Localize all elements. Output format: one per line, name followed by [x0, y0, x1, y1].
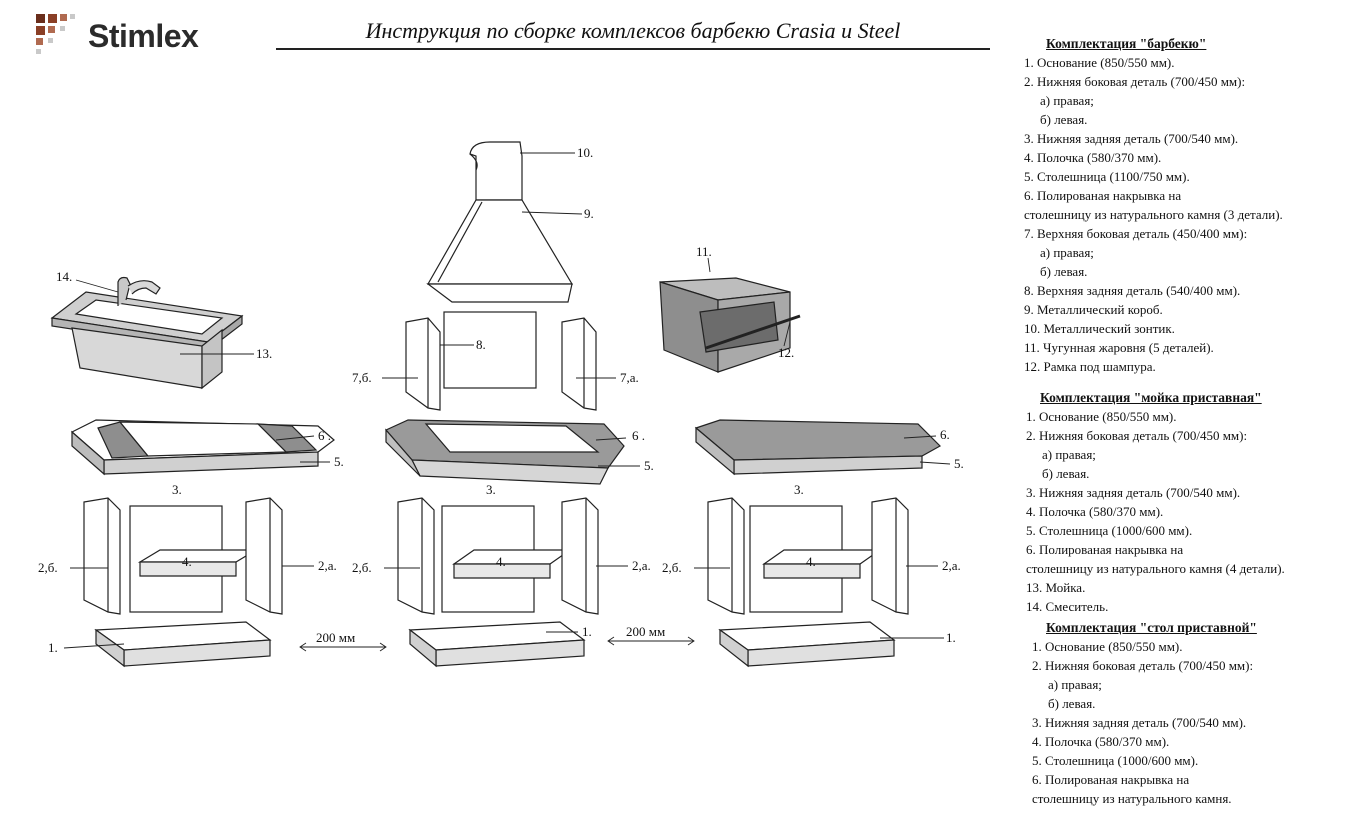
skewer-frame-12 [705, 314, 801, 350]
label-3-right: 3. [794, 482, 804, 497]
countertop-right [694, 419, 941, 476]
label-8: 8. [476, 337, 486, 352]
table-heading: Комплектация "стол приставной" [1046, 620, 1257, 635]
label-2b-left: 2,б. [38, 560, 58, 575]
label-2b-right: 2,б. [662, 560, 682, 575]
list-item: 6. Полированая накрывка на [1026, 542, 1184, 557]
label-11: 11. [696, 244, 712, 259]
label-1-center: 1. [582, 624, 592, 639]
label-6-right: 6. [940, 427, 950, 442]
list-item: 3. Нижняя задняя деталь (700/540 мм). [1026, 485, 1241, 500]
label-12: 12. [778, 345, 794, 360]
label-7a: 7,а. [620, 370, 639, 385]
list-item: а) правая; [1040, 245, 1094, 260]
label-distance-2: 200 мм [626, 624, 665, 639]
label-2a-center: 2,а. [632, 558, 651, 573]
label-3-center: 3. [486, 482, 496, 497]
list-item: б) левая. [1048, 696, 1096, 711]
list-item: 5. Столешница (1000/600 мм). [1032, 753, 1199, 768]
upper-wall-7a [561, 317, 597, 411]
label-9: 9. [584, 206, 594, 221]
part-labels: 10. 9. 14. 13. 11. 12. 8. 7,б. 7,а. 6 . … [38, 145, 964, 655]
label-4-left: 4. [182, 554, 192, 569]
list-item: а) правая; [1042, 447, 1096, 462]
list-item: 11. Чугунная жаровня (5 деталей). [1024, 340, 1214, 355]
list-item: 14. Смеситель. [1026, 599, 1109, 614]
label-4-center: 4. [496, 554, 506, 569]
assembly-drawing: 10. 9. 14. 13. 11. 12. 8. 7,б. 7,а. 6 . … [38, 141, 964, 668]
list-item: 12. Рамка под шампура. [1024, 359, 1156, 374]
leader-lines [63, 152, 951, 652]
hood-10 [469, 141, 523, 201]
label-6-center: 6 . [632, 428, 645, 443]
list-item: а) правая; [1048, 677, 1102, 692]
list-item: 6. Полированая накрывка на [1024, 188, 1182, 203]
sink-spec: Комплектация "мойка приставная" 1. Основ… [1026, 388, 1285, 616]
list-item: столешницу из натурального камня (3 дета… [1024, 207, 1283, 222]
list-item: 5. Столешница (1100/750 мм). [1024, 169, 1190, 184]
list-item: 7. Верхняя боковая деталь (450/400 мм): [1024, 226, 1248, 241]
list-item: 13. Мойка. [1026, 580, 1086, 595]
label-2b-center: 2,б. [352, 560, 372, 575]
lower-assembly-right [707, 497, 909, 668]
label-1-left: 1. [48, 640, 58, 655]
list-item: 10. Металлический зонтик. [1024, 321, 1175, 336]
label-14: 14. [56, 269, 72, 284]
label-3-left: 3. [172, 482, 182, 497]
page-title: Инструкция по сборке комплексов барбекю … [276, 18, 990, 50]
stimlex-logo: Stimlex [34, 12, 244, 58]
list-item: 9. Металлический короб. [1024, 302, 1163, 317]
label-2a-right: 2,а. [942, 558, 961, 573]
label-6-left: 6 . [318, 428, 331, 443]
list-item: 4. Полочка (580/370 мм). [1024, 150, 1162, 165]
table-spec: Комплектация "стол приставной" 1. Основа… [1032, 618, 1257, 808]
list-item: столешницу из натурального камня (4 дета… [1026, 561, 1285, 576]
list-item: 2. Нижняя боковая деталь (700/450 мм): [1026, 428, 1248, 443]
list-item: а) правая; [1040, 93, 1094, 108]
logo-mark-icon [36, 14, 75, 54]
list-item: 1. Основание (850/550 мм). [1024, 55, 1175, 70]
faucet-14 [117, 276, 161, 306]
list-item: 1. Основание (850/550 мм). [1032, 639, 1183, 654]
label-5-center: 5. [644, 458, 654, 473]
lower-assembly-left [83, 497, 283, 668]
label-5-right: 5. [954, 456, 964, 471]
list-item: б) левая. [1040, 264, 1088, 279]
label-1-right: 1. [946, 630, 956, 645]
list-item: б) левая. [1040, 112, 1088, 127]
bbq-spec: Комплектация "барбекю" 1. Основание (850… [1024, 34, 1283, 376]
bbq-heading: Комплектация "барбекю" [1046, 36, 1207, 51]
list-item: столешницу из натурального камня. [1032, 791, 1232, 806]
list-item: 3. Нижняя задняя деталь (700/540 мм). [1032, 715, 1247, 730]
label-distance-1: 200 мм [316, 630, 355, 645]
list-item: 1. Основание (850/550 мм). [1026, 409, 1177, 424]
logo-text: Stimlex [88, 18, 199, 54]
countertop-left [70, 419, 335, 476]
list-item: 4. Полочка (580/370 мм). [1026, 504, 1164, 519]
sink-13 [50, 291, 244, 390]
upper-wall-7b [405, 317, 441, 411]
label-13: 13. [256, 346, 272, 361]
list-item: 4. Полочка (580/370 мм). [1032, 734, 1170, 749]
list-item: 6. Полированая накрывка на [1032, 772, 1190, 787]
label-7b: 7,б. [352, 370, 372, 385]
lower-assembly-center [397, 497, 599, 668]
hood-9 [426, 199, 574, 303]
list-item: 8. Верхняя задняя деталь (540/400 мм). [1024, 283, 1241, 298]
list-item: 2. Нижняя боковая деталь (700/450 мм): [1032, 658, 1254, 673]
list-item: 3. Нижняя задняя деталь (700/540 мм). [1024, 131, 1239, 146]
label-2a-left: 2,а. [318, 558, 337, 573]
countertop-center [385, 419, 625, 485]
label-10: 10. [577, 145, 593, 160]
list-item: 2. Нижняя боковая деталь (700/450 мм): [1024, 74, 1246, 89]
sink-heading: Комплектация "мойка приставная" [1040, 390, 1262, 405]
label-4-right: 4. [806, 554, 816, 569]
upper-wall-8 [443, 311, 537, 389]
list-item: 5. Столешница (1000/600 мм). [1026, 523, 1193, 538]
label-5-left: 5. [334, 454, 344, 469]
list-item: б) левая. [1042, 466, 1090, 481]
